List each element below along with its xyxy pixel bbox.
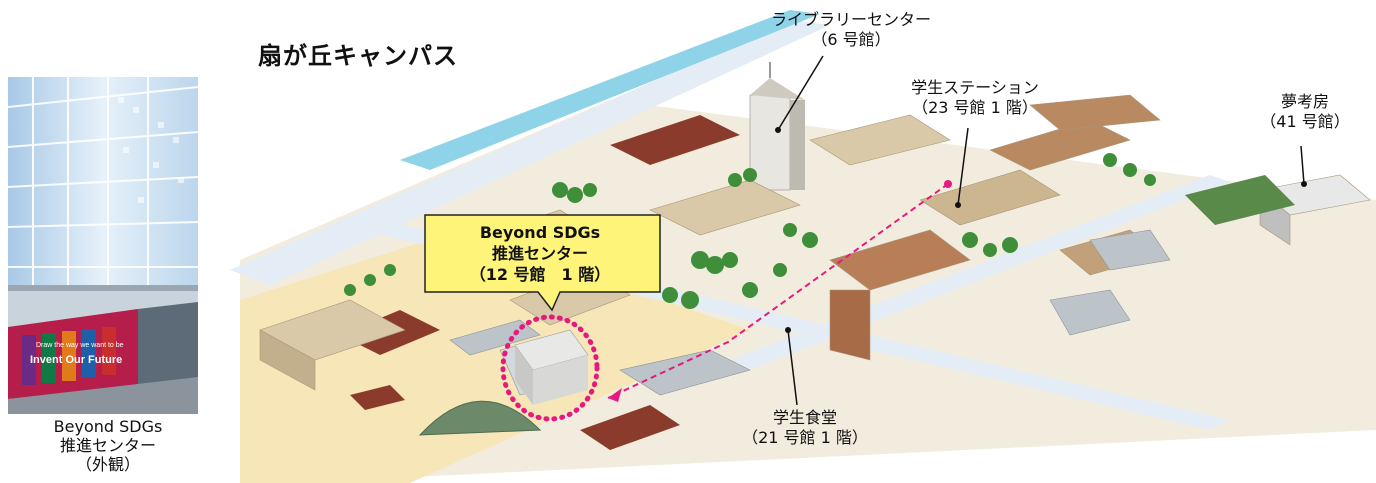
photo-caption-line-1: Beyond SDGs [53, 417, 163, 436]
svg-text:Invent Our Future: Invent Our Future [30, 354, 122, 366]
label-library-building: （6 号館） [811, 30, 891, 49]
label-student-station-name: 学生ステーション [911, 78, 1039, 97]
gymnasium-dome [418, 400, 542, 436]
photo-caption-line-2: 推進センター [59, 436, 156, 455]
trees [344, 153, 1156, 309]
highlight-ring [500, 314, 600, 422]
label-cafeteria-name: 学生食堂 [772, 408, 837, 427]
callout-bubble [424, 214, 661, 312]
callout-line-1: Beyond SDGs [479, 223, 601, 242]
road-north [230, 20, 830, 285]
tennis-courts [1185, 175, 1295, 225]
label-library-name: ライブラリーセンター [770, 10, 931, 29]
label-yumekobo-name: 夢考房 [1280, 92, 1329, 111]
campus-map [230, 10, 1376, 483]
building-exterior-photo: Draw the way we want to be Invent Our Fu… [8, 77, 198, 414]
beyond-sdgs-callout: Beyond SDGs 推進センター （12 号館 1 階） [425, 222, 655, 285]
label-student-station: 学生ステーション （23 号館 1 階） [890, 78, 1060, 118]
label-student-station-building: （23 号館 1 階） [912, 98, 1038, 117]
label-cafeteria-building: （21 号館 1 階） [742, 428, 868, 447]
label-yumekobo: 夢考房 （41 号館） [1250, 92, 1360, 132]
callout-line-2: 推進センター [491, 244, 588, 263]
leader-lines [777, 55, 1305, 406]
route-line [607, 180, 952, 402]
photo-caption-line-3: （外観） [75, 455, 140, 474]
canal [400, 10, 820, 170]
leader-dots [775, 127, 1307, 333]
label-cafeteria: 学生食堂 （21 号館 1 階） [730, 408, 880, 448]
campus-title: 扇が丘キャンパス [258, 42, 458, 70]
label-library: ライブラリーセンター （6 号館） [746, 10, 956, 50]
svg-text:Draw the way we want to be: Draw the way we want to be [36, 342, 124, 349]
label-yumekobo-building: （41 号館） [1260, 112, 1350, 131]
route-start-dot [944, 180, 952, 188]
callout-line-3: （12 号館 1 階） [469, 265, 611, 284]
photo-caption: Beyond SDGs 推進センター （外観） [0, 417, 216, 474]
route-arrowhead [608, 388, 622, 402]
beyond-sdgs-building [514, 329, 589, 405]
library-building [749, 62, 805, 191]
